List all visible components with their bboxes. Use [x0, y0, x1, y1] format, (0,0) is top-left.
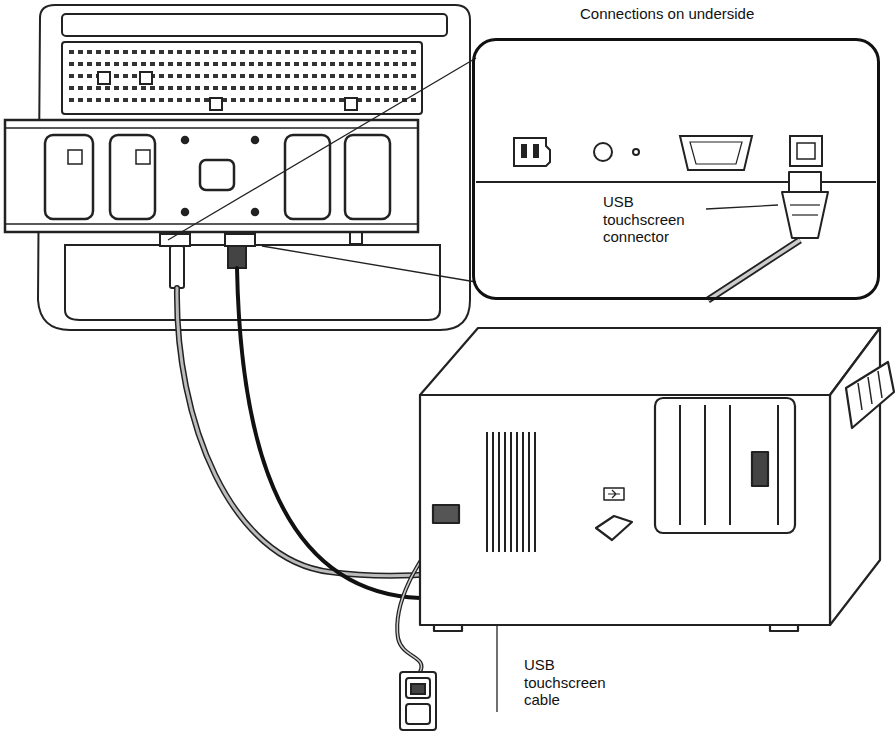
inset-panel: Connections on undersideUSB touchscreen … [472, 38, 880, 300]
usb-plug [708, 172, 828, 300]
computer [420, 328, 894, 631]
leader-line [706, 205, 778, 209]
wall-outlet [400, 672, 436, 730]
vents [487, 405, 778, 552]
part-label: USB touchscreen cable [524, 656, 624, 709]
mounting-bracket [5, 120, 418, 232]
inset-heading: Connections on underside [580, 5, 840, 23]
inset-leader [168, 58, 476, 282]
part-label: USB touchscreen connector [603, 193, 703, 246]
monitor-connectors [160, 234, 255, 288]
